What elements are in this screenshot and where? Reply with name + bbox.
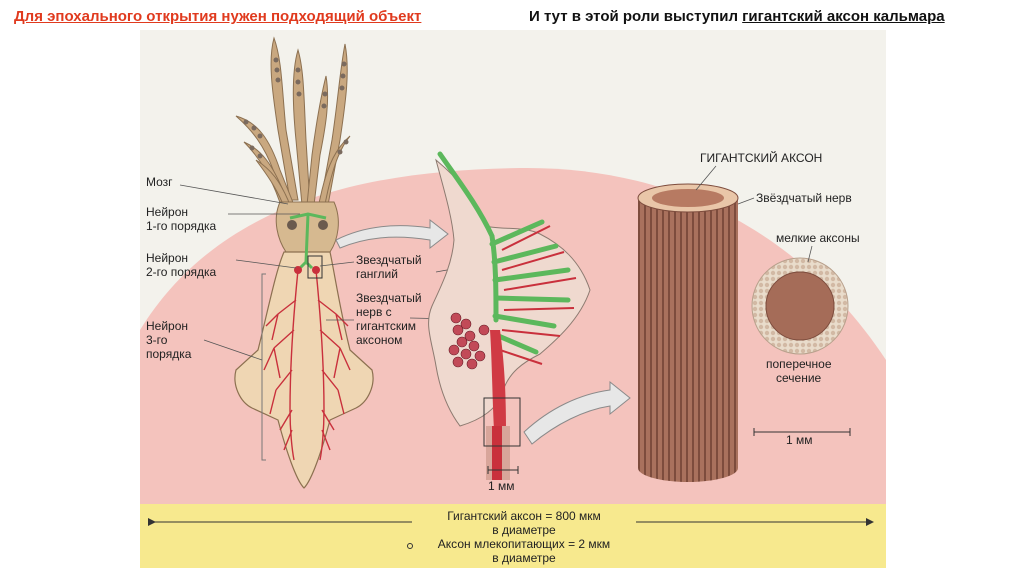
ganglion-cell-bodies xyxy=(448,312,490,370)
cross-section xyxy=(751,257,849,355)
nerve-trunk-axon xyxy=(492,426,502,480)
squid-eye-left xyxy=(287,220,297,230)
label-stellate-ganglion-line1: Звездчатый xyxy=(356,253,422,267)
label-neuron3-line3: порядка xyxy=(146,347,192,361)
label-stellate-nerve-line3: гигантским xyxy=(356,319,416,333)
footer-mammal-axon-line2: в диаметре xyxy=(492,551,556,565)
slide-title-right: И тут в этой роли выступил гигантский ак… xyxy=(529,8,945,25)
axon-zoom-box xyxy=(483,397,521,447)
squid-illustration xyxy=(234,36,374,489)
axon-cylinder-bottom xyxy=(638,454,738,482)
giant-axon-leader xyxy=(695,165,717,191)
right-ganglion xyxy=(312,266,320,274)
left-ganglion xyxy=(294,266,302,274)
label-stellate-nerve-line1: Звездчатый xyxy=(356,291,422,305)
slide-title-left: Для эпохального открытия нужен подходящи… xyxy=(14,8,422,25)
label-giant-axon: ГИГАНТСКИЙ АКСОН xyxy=(700,150,822,165)
zoom-arrow-ganglion xyxy=(335,218,449,250)
squid-axon-diagram: Мозг Нейрон 1-го порядка Нейрон 2-го пор… xyxy=(140,30,886,568)
footer-mammal-axon-line1: Аксон млекопитающих = 2 мкм xyxy=(438,537,610,551)
cross-section-axon xyxy=(766,272,834,340)
label-neuron1-line1: Нейрон xyxy=(146,205,188,219)
label-cross-section-line2: сечение xyxy=(776,371,822,385)
title-right-prefix: И тут в этой роли выступил xyxy=(529,8,743,25)
squid-eye-right xyxy=(318,220,328,230)
giant-axon-cylinder xyxy=(637,183,739,482)
comparison-band xyxy=(140,504,886,568)
squid-axon-figure: Мозг Нейрон 1-го порядка Нейрон 2-го пор… xyxy=(140,30,886,568)
axon-cylinder-core xyxy=(652,189,724,207)
neuron3-bracket xyxy=(261,273,266,461)
label-star-nerve: Звёздчатый нерв xyxy=(756,191,852,205)
axon-cylinder-body xyxy=(638,198,738,468)
title-right-underlined: гигантский аксон кальмара xyxy=(742,8,945,25)
label-neuron1-line2: 1-го порядка xyxy=(146,219,217,233)
squid-mantle xyxy=(234,251,374,489)
label-stellate-nerve-line2: нерв с xyxy=(356,305,392,319)
zoom-arrow-axon xyxy=(523,380,631,445)
label-stellate-ganglion-line2: ганглий xyxy=(356,267,398,281)
label-neuron2-line2: 2-го порядка xyxy=(146,265,217,279)
star-nerve-leader xyxy=(737,197,755,205)
footer-giant-axon-line1: Гигантский аксон = 800 мкм xyxy=(447,509,601,523)
label-neuron3-line2: 3-го xyxy=(146,333,168,347)
label-neuron3-line1: Нейрон xyxy=(146,319,188,333)
giant-axon-in-nerve xyxy=(490,330,506,430)
label-cross-section-line1: поперечное xyxy=(766,357,832,371)
label-brain: Мозг xyxy=(146,175,173,189)
small-axons-leader xyxy=(807,245,813,263)
scale-label-left: 1 мм xyxy=(488,479,515,493)
ganglion-zoom-box xyxy=(307,255,323,279)
footer-giant-axon-line2: в диаметре xyxy=(492,523,556,537)
ganglion-zoom: 1 мм xyxy=(428,151,591,493)
mammal-axon-dot xyxy=(407,543,413,549)
label-stellate-nerve-line4: аксоном xyxy=(356,333,402,347)
label-small-axons: мелкие аксоны xyxy=(776,231,860,245)
scale-label-right: 1 мм xyxy=(786,433,813,447)
label-neuron2-line1: Нейрон xyxy=(146,251,188,265)
